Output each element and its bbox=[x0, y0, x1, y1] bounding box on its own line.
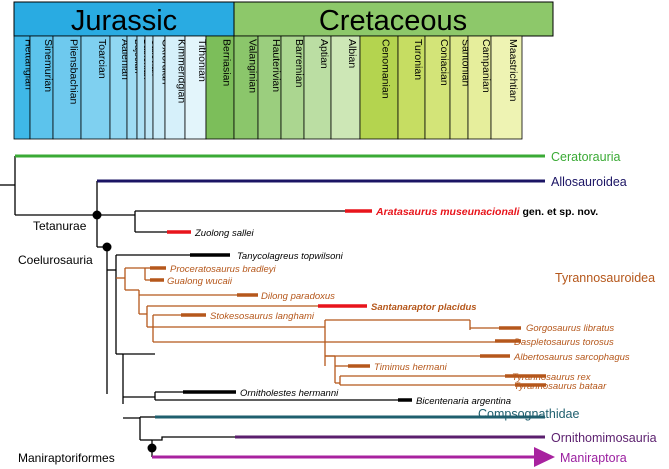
stage-berriasian-label: Berriasian bbox=[221, 39, 233, 86]
stage-turonian-label: Turonian bbox=[412, 39, 424, 80]
coelurosauria-label: Coelurosauria bbox=[18, 253, 93, 267]
stage-aptian-cell bbox=[303, 35, 332, 140]
stage-maastrichtian-label: Maastrichtian bbox=[507, 39, 519, 102]
stage-albian-cell bbox=[330, 35, 361, 140]
clade-labels: Ceratorauria Allosauroidea Tyrannosauroi… bbox=[478, 150, 657, 465]
stage-campanian-label: Campanian bbox=[480, 39, 492, 93]
compsognathidae-label: Compsognathidae bbox=[478, 407, 580, 421]
phylogenetic-tree bbox=[0, 154, 555, 467]
gorgosaurus-label: Gorgosaurus libratus bbox=[526, 323, 614, 334]
zuolong-label: Zuolong sallei bbox=[194, 228, 255, 239]
santanaraptor-label: Santanaraptor placidus bbox=[371, 302, 477, 313]
stage-pliensbachian-cell bbox=[52, 35, 82, 140]
stage-maastrichtian-cell bbox=[490, 35, 523, 140]
stage-berriasian-cell bbox=[205, 35, 235, 140]
maniraptoriformes-node-dot bbox=[147, 443, 157, 453]
maniraptora-arrowhead bbox=[534, 447, 555, 467]
maniraptora-label: Maniraptora bbox=[560, 451, 627, 465]
tetanurae-label: Tetanurae bbox=[33, 219, 87, 233]
albertosaurus-label: Albertosaurus sarcophagus bbox=[513, 352, 630, 363]
stage-turonian-cell bbox=[397, 35, 426, 140]
bicentenaria-label: Bicentenaria argentina bbox=[416, 396, 511, 407]
period-jurassic-bar bbox=[13, 1, 235, 37]
node-labels: Tetanurae Coelurosauria Maniraptoriforme… bbox=[18, 219, 115, 465]
tanycolagreus-label: Tanycolagreus topwilsoni bbox=[237, 251, 344, 262]
daspletosaurus-label: Daspletosaurus torosus bbox=[514, 337, 614, 348]
stokesosaurus-label: Stokesosaurus langhami bbox=[210, 311, 315, 322]
aratasaurus-suffix: gen. et sp. nov. bbox=[520, 206, 599, 218]
stage-valanginian-label: Valanginian bbox=[247, 39, 259, 93]
allosauroidea-label: Allosauroidea bbox=[551, 175, 627, 189]
ornithomimosauria-branch bbox=[152, 436, 235, 441]
stage-tithonian-label: Tithonian bbox=[196, 39, 208, 82]
dilong-label: Dilong paradoxus bbox=[261, 291, 335, 302]
ornithomimosauria-label: Ornithomimosauria bbox=[551, 431, 657, 445]
stage-toarcian-cell bbox=[80, 35, 111, 140]
stage-coniacian-cell bbox=[424, 35, 451, 140]
aratasaurus-name: Aratasaurus museunacionali bbox=[375, 206, 521, 218]
tyrannosauroidea-label: Tyrannosauroidea bbox=[555, 271, 655, 285]
period-cretaceous-bar bbox=[233, 1, 554, 37]
aratasaurus-label: Aratasaurus museunacionali gen. et sp. n… bbox=[375, 206, 598, 218]
stage-pliensbachian-label: Pliensbachian bbox=[68, 39, 80, 105]
timimus-label: Timimus hermani bbox=[374, 362, 448, 373]
ceratosauria-label: Ceratorauria bbox=[551, 150, 621, 164]
ornitholestes-label: Ornitholestes hermanni bbox=[240, 388, 339, 399]
coelurosauria-node-dot bbox=[102, 242, 112, 252]
tetanurae-node-dot bbox=[92, 210, 102, 220]
stage-cenomanian-cell bbox=[359, 35, 399, 140]
stage-cenomanian-label: Cenomanian bbox=[380, 39, 392, 99]
tarbosaurus-label: Tyrannosaurus bataar bbox=[514, 381, 607, 392]
stage-coniacian-label: Coniacian bbox=[438, 39, 450, 86]
period-jurassic-label: Jurassic bbox=[71, 5, 177, 37]
stage-sinemurian-label: Sinemurian bbox=[42, 39, 54, 92]
stage-aptian-label: Aptian bbox=[318, 39, 330, 69]
stage-hauterivian-label: Hauterivian bbox=[270, 39, 282, 92]
maniraptoriformes-label: Maniraptoriformes bbox=[18, 451, 115, 465]
stage-barremian-label: Barremian bbox=[293, 39, 305, 88]
period-cretaceous-label: Cretaceous bbox=[319, 5, 467, 37]
tyrannosaurus-label: Tyrannosaurus rex bbox=[512, 372, 592, 383]
taxon-labels: Aratasaurus museunacionali gen. et sp. n… bbox=[167, 206, 630, 407]
stage-albian-label: Albian bbox=[346, 39, 358, 68]
proceratosaurus-label: Proceratosaurus bradleyi bbox=[170, 264, 276, 275]
stage-toarcian-label: Toarcian bbox=[96, 39, 108, 79]
gualong-label: Gualong wucaii bbox=[167, 276, 233, 287]
